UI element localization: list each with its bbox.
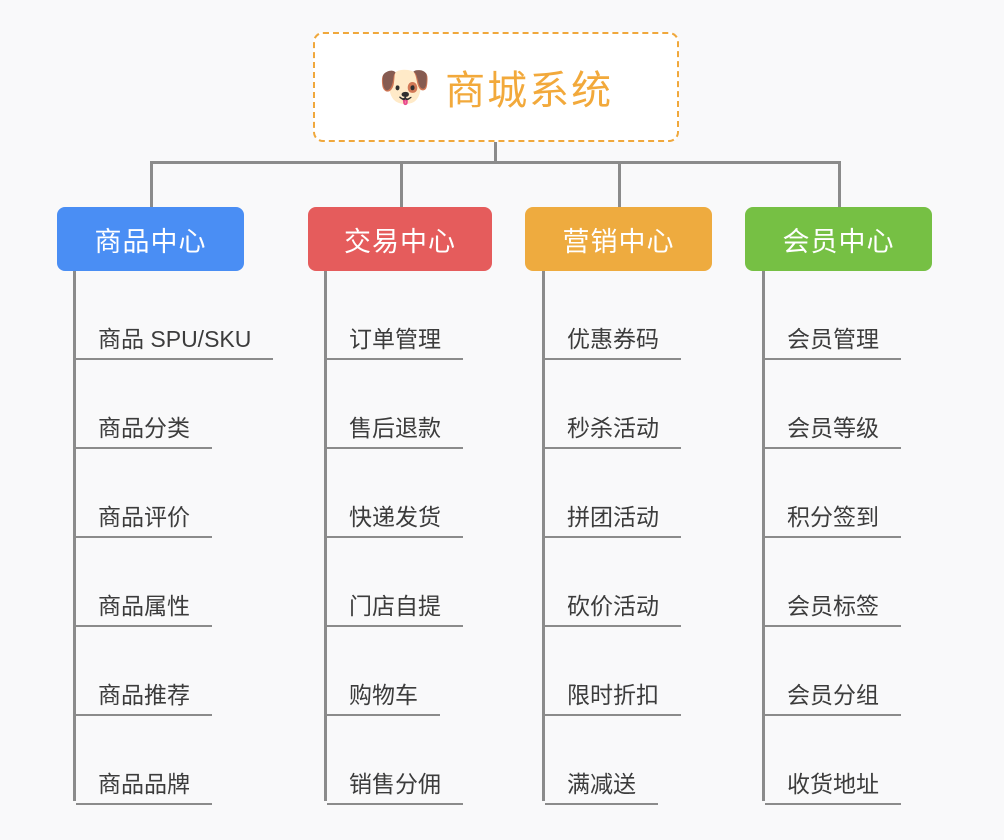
leaf-underline: 商品分类	[76, 414, 212, 449]
root-node[interactable]: 🐶 商城系统	[313, 32, 679, 142]
connector-drop-0	[150, 161, 153, 207]
leaf-item[interactable]: 满减送	[542, 716, 681, 805]
leaf-underline: 售后退款	[327, 414, 463, 449]
connector-column-spine	[542, 271, 545, 801]
leaf-label: 商品评价	[98, 503, 190, 530]
leaf-label: 商品推荐	[98, 681, 190, 708]
leaf-underline: 收货地址	[765, 770, 901, 805]
category-label: 营销中心	[562, 226, 675, 257]
leaf-label: 会员管理	[787, 325, 879, 352]
leaf-label: 秒杀活动	[567, 414, 659, 441]
leaf-column-1: 订单管理售后退款快递发货门店自提购物车销售分佣	[324, 271, 463, 805]
leaf-item[interactable]: 砍价活动	[542, 538, 681, 627]
leaf-label: 收货地址	[787, 770, 879, 797]
connector-drop-3	[838, 161, 841, 207]
leaf-item[interactable]: 商品分类	[73, 360, 273, 449]
connector-root-stem	[494, 142, 497, 163]
leaf-item[interactable]: 拼团活动	[542, 449, 681, 538]
leaf-label: 拼团活动	[567, 503, 659, 530]
leaf-label: 售后退款	[349, 414, 441, 441]
leaf-underline: 会员等级	[765, 414, 901, 449]
connector-horizontal-bar	[150, 161, 840, 164]
leaf-label: 砍价活动	[567, 592, 659, 619]
leaf-label: 会员分组	[787, 681, 879, 708]
leaf-item[interactable]: 商品 SPU/SKU	[73, 271, 274, 360]
leaf-item[interactable]: 会员分组	[762, 627, 901, 716]
leaf-item[interactable]: 商品属性	[73, 538, 273, 627]
leaf-underline: 商品 SPU/SKU	[76, 325, 274, 360]
leaf-label: 积分签到	[787, 503, 879, 530]
leaf-label: 商品属性	[98, 592, 190, 619]
category-label: 会员中心	[782, 226, 895, 257]
leaf-underline: 快递发货	[327, 503, 463, 538]
leaf-item[interactable]: 积分签到	[762, 449, 901, 538]
leaf-underline: 会员管理	[765, 325, 901, 360]
leaf-label: 商品品牌	[98, 770, 190, 797]
leaf-item[interactable]: 商品推荐	[73, 627, 273, 716]
leaf-underline: 砍价活动	[545, 592, 681, 627]
leaf-label: 商品分类	[98, 414, 190, 441]
leaf-label: 会员等级	[787, 414, 879, 441]
dog-face-icon: 🐶	[378, 63, 432, 110]
root-title: 商城系统	[445, 69, 614, 113]
connector-drop-1	[400, 161, 403, 207]
leaf-underline: 商品属性	[76, 592, 212, 627]
leaf-underline: 销售分佣	[327, 770, 463, 805]
leaf-column-0: 商品 SPU/SKU 商品分类商品评价商品属性商品推荐商品品牌	[73, 271, 274, 805]
leaf-column-2: 优惠券码秒杀活动拼团活动砍价活动限时折扣满减送	[542, 271, 681, 805]
connector-column-spine	[762, 271, 765, 801]
leaf-label: 会员标签	[787, 592, 879, 619]
leaf-underline: 门店自提	[327, 592, 463, 627]
category-box-1[interactable]: 交易中心	[308, 207, 492, 271]
leaf-underline: 拼团活动	[545, 503, 681, 538]
category-box-3[interactable]: 会员中心	[745, 207, 932, 271]
leaf-item[interactable]: 会员管理	[762, 271, 901, 360]
leaf-label: 商品 SPU/SKU	[98, 325, 252, 352]
leaf-label: 门店自提	[349, 592, 441, 619]
leaf-underline: 商品品牌	[76, 770, 212, 805]
leaf-underline: 订单管理	[327, 325, 463, 360]
leaf-underline: 会员分组	[765, 681, 901, 716]
category-box-0[interactable]: 商品中心	[57, 207, 244, 271]
leaf-label: 满减送	[567, 770, 636, 797]
leaf-underline: 限时折扣	[545, 681, 681, 716]
leaf-label: 快递发货	[349, 503, 441, 530]
leaf-item[interactable]: 会员等级	[762, 360, 901, 449]
leaf-item[interactable]: 快递发货	[324, 449, 463, 538]
leaf-item[interactable]: 收货地址	[762, 716, 901, 805]
leaf-underline: 会员标签	[765, 592, 901, 627]
leaf-underline: 商品评价	[76, 503, 212, 538]
leaf-label: 优惠券码	[567, 325, 659, 352]
leaf-column-3: 会员管理会员等级积分签到会员标签会员分组收货地址	[762, 271, 901, 805]
leaf-label: 销售分佣	[349, 770, 441, 797]
leaf-item[interactable]: 优惠券码	[542, 271, 681, 360]
leaf-underline: 购物车	[327, 681, 440, 716]
connector-column-spine	[324, 271, 327, 801]
leaf-label: 限时折扣	[567, 681, 659, 708]
leaf-underline: 商品推荐	[76, 681, 212, 716]
leaf-underline: 满减送	[545, 770, 658, 805]
leaf-item[interactable]: 订单管理	[324, 271, 463, 360]
leaf-underline: 优惠券码	[545, 325, 681, 360]
category-box-2[interactable]: 营销中心	[525, 207, 712, 271]
leaf-underline: 秒杀活动	[545, 414, 681, 449]
leaf-item[interactable]: 会员标签	[762, 538, 901, 627]
leaf-item[interactable]: 售后退款	[324, 360, 463, 449]
leaf-item[interactable]: 销售分佣	[324, 716, 463, 805]
leaf-label: 购物车	[349, 681, 418, 708]
leaf-underline: 积分签到	[765, 503, 901, 538]
leaf-item[interactable]: 商品品牌	[73, 716, 273, 805]
category-label: 交易中心	[344, 226, 456, 257]
category-label: 商品中心	[94, 226, 207, 257]
connector-column-spine	[73, 271, 76, 801]
leaf-item[interactable]: 购物车	[324, 627, 463, 716]
leaf-label: 订单管理	[349, 325, 441, 352]
leaf-item[interactable]: 门店自提	[324, 538, 463, 627]
leaf-item[interactable]: 商品评价	[73, 449, 273, 538]
leaf-item[interactable]: 秒杀活动	[542, 360, 681, 449]
leaf-item[interactable]: 限时折扣	[542, 627, 681, 716]
connector-drop-2	[618, 161, 621, 207]
